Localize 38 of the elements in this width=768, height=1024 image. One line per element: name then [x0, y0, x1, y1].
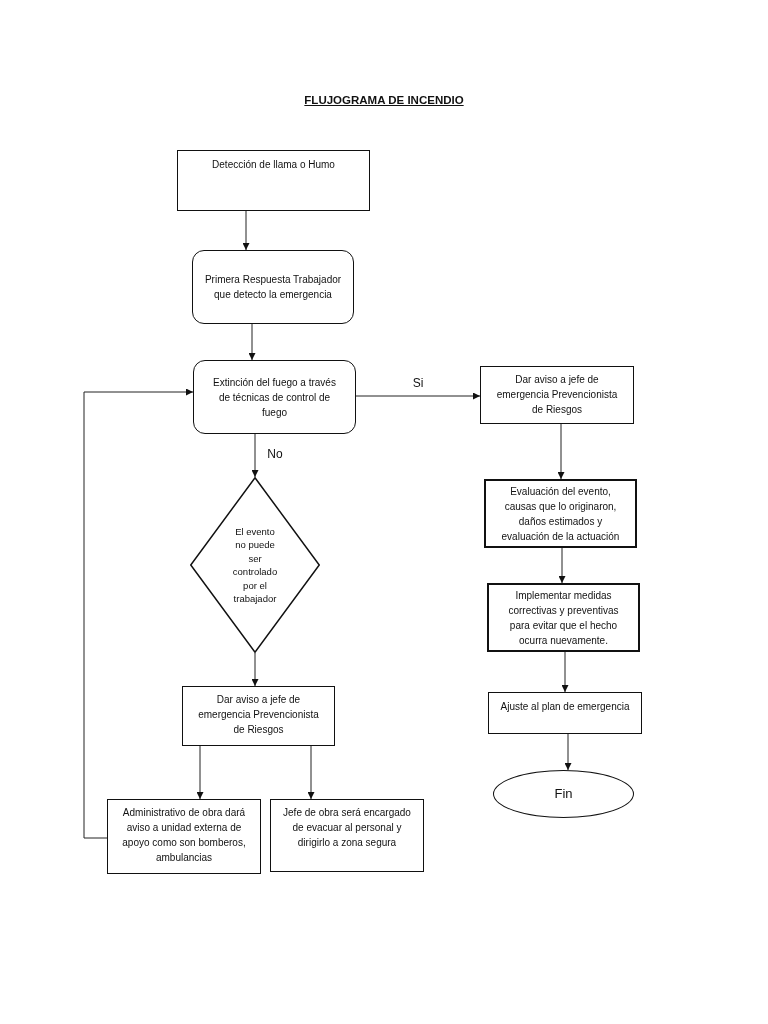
step-text: Ajuste al plan de emergencia — [500, 700, 630, 714]
process-box — [270, 799, 424, 872]
arrow — [307, 745, 315, 800]
step-text: Dar aviso a jefe de emergencia Prevencionista de Riesgos — [495, 373, 619, 417]
step-text: Jefe de obra será encargado de evacuar al personal y dirigirlo a zona segura — [282, 806, 412, 850]
decision-diamond — [190, 477, 320, 653]
arrow — [248, 323, 256, 361]
edge-label: Si — [410, 376, 426, 390]
rounded-process-box — [193, 360, 356, 434]
step-text: Extinción del fuego a través de técnicas de control de fuego — [212, 375, 337, 420]
step-text: Dar aviso a jefe de emergencia Prevencionista de Riesgos — [197, 693, 320, 737]
arrow — [558, 547, 566, 584]
arrow — [564, 733, 572, 771]
arrow — [196, 745, 204, 800]
arrow — [251, 652, 259, 687]
arrow — [561, 651, 569, 693]
step-text: El evento no puede ser controlado por el trabajador — [231, 524, 279, 606]
edge-label: No — [265, 446, 285, 461]
arrow — [251, 433, 259, 478]
step-text: Administrativo de obra dará aviso a unidad externa de apoyo como son bomberos, ambulancias — [121, 806, 247, 865]
step-text: Implementar medidas correctivas y preventivas para evitar que el hecho ocurra nuevamente. — [507, 589, 620, 648]
step-text: Fin — [554, 786, 573, 802]
rounded-process-box — [192, 250, 354, 324]
step-text: Primera Respuesta Trabajador que detecto la emergencia — [203, 273, 343, 302]
process-box — [107, 799, 261, 874]
process-box — [487, 583, 640, 652]
process-box — [484, 479, 637, 548]
arrow — [355, 392, 481, 400]
process-box — [488, 692, 642, 734]
step-text: Evaluación del evento, causas que lo originaron, daños estimados y evaluación de la actuación — [500, 485, 621, 544]
process-box — [480, 366, 634, 424]
diagram-title: FLUJOGRAMA DE INCENDIO — [304, 94, 464, 106]
process-box — [182, 686, 335, 746]
step-text: Detección de llama o Humo — [212, 158, 335, 172]
arrow — [557, 423, 565, 480]
arrow — [242, 210, 250, 251]
process-box — [177, 150, 370, 211]
arrow — [83, 388, 194, 839]
